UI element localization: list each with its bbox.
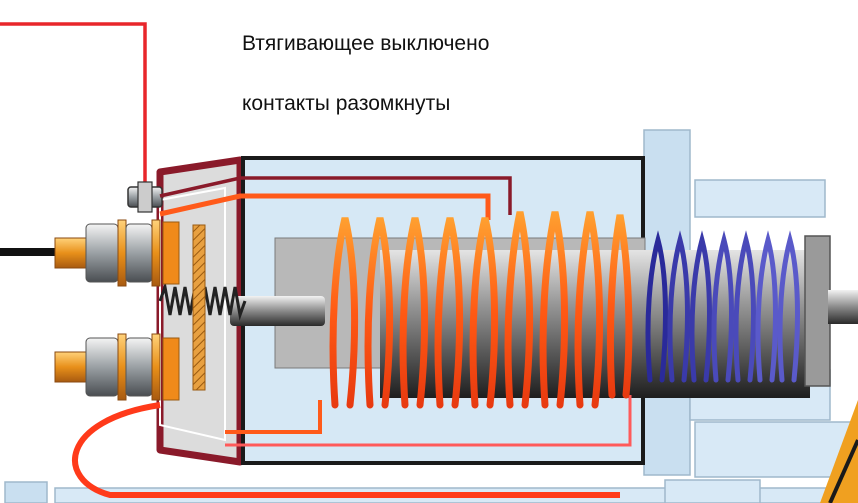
moving-contact-plate [192,224,206,391]
lower-coil-lead [225,395,632,447]
caption-retractor-state: Втягивающее выключено [242,32,490,55]
bolt-upper-washer-2 [151,219,161,287]
bolt-lower-nut-2 [125,337,153,397]
winding-turn-7 [539,211,569,409]
return-spring-turn-4 [711,230,734,383]
panel-top-box [694,179,826,218]
return-spring-turn-6 [755,230,778,383]
contact-rod [230,296,325,326]
winding-turn-8 [574,211,604,409]
winding-turn-1 [329,217,359,409]
panel-bottom-inner [664,479,761,503]
winding-turn-4 [434,217,464,409]
winding-turn-5 [469,217,499,409]
terminal-bolt-lower [54,333,161,401]
return-spring-turn-1 [645,230,668,383]
output-rod [828,290,858,324]
control-terminal [127,181,163,213]
bolt-upper-nut-1 [85,223,119,283]
terminal-bolt-upper [54,219,161,287]
winding-turn-2 [364,217,394,409]
return-spring-turn-2 [667,230,690,383]
panel-bottom-left [4,481,48,503]
drive-lever [820,400,858,503]
bolt-lower-washer-2 [151,333,161,401]
winding-turn-3 [399,217,429,409]
lower-coil-lead-2 [225,400,322,434]
return-spring-turn-5 [733,230,756,383]
pull-winding-lead [159,193,491,220]
caption-contacts-state: контакты разомкнуты [242,92,451,115]
winding-turn-6 [504,211,534,409]
fixed-contact-upper [162,221,180,285]
supply-wire [0,22,147,205]
return-spring-turn-7 [777,230,800,383]
bolt-lower-nut-1 [85,337,119,397]
bolt-upper-washer-1 [117,219,127,287]
drive-lever-edge [828,439,858,503]
control-terminal-stud [137,181,153,213]
bolt-upper-nut-2 [125,223,153,283]
return-spring [645,230,800,383]
winding-turn-9 [606,214,633,399]
return-spring-turn-3 [689,230,712,383]
fixed-contact-lower [162,337,180,401]
ground-return-wire [72,402,620,498]
hold-winding-lead [159,176,512,215]
battery-cable [0,248,58,256]
panel-lower-right [694,421,856,478]
plunger-end-cap [804,235,831,387]
retractor-winding [329,211,633,409]
bolt-lower-washer-1 [117,333,127,401]
